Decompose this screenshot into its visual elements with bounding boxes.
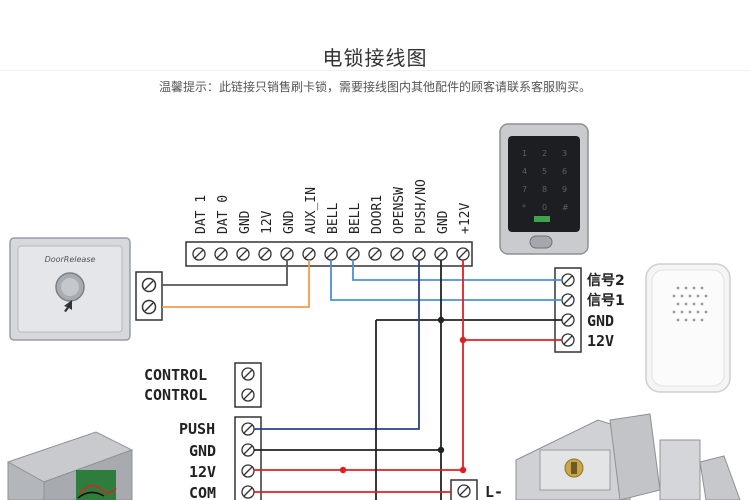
terminal-label: OPENSW [392,187,407,234]
terminal-label: DAT 0 [216,195,231,234]
doorbell-device [645,263,731,393]
power-label: GND [189,442,216,460]
doorbell-label: 信号2 [587,272,625,289]
control-label: CONTROL [144,386,207,404]
svg-text:8: 8 [542,185,547,194]
page-subtitle: 温馨提示：此链接只销售刷卡锁，需要接线图内其他配件的顾客请联系客服购买。 [158,80,591,94]
terminal-label: 12V [260,210,275,234]
hand-pointer-icon [64,300,72,312]
power-label: 12V [189,463,216,481]
svg-text:6: 6 [562,167,567,176]
electric-lock-device [515,413,741,500]
page-title: 电锁接线图 [322,46,428,70]
wire-junctions [339,316,467,474]
controller-terminal-block [185,241,473,267]
terminal-label: GND [238,210,253,234]
power-supply-device [6,431,134,500]
svg-text:2: 2 [542,149,547,158]
terminal-label: PUSH/NO [414,179,429,234]
svg-text:#: # [562,203,569,212]
terminal-label: DOOR1 [370,195,385,234]
doorbell-label: 信号1 [587,292,625,309]
svg-text:1: 1 [522,149,527,158]
terminal-label: BELL [348,203,363,234]
doorbell-terminal-labels: 信号2 信号1 GND 12V [587,272,625,350]
keypad-reader-device: 1 2 3 4 5 6 7 8 9 * 0 # [499,123,589,255]
doorbell-label: 12V [587,332,614,350]
terminal-label: +12V [458,203,473,234]
svg-text:9: 9 [562,185,567,194]
terminal-label: BELL [326,203,341,234]
doorbell-terminal-block [554,267,582,353]
controller-terminal-labels: DAT 1 DAT 0 GND 12V GND AUX_IN BELL BELL… [194,179,473,234]
exit-button-terminal-block [135,271,163,321]
exit-button-device: DoorRelease [9,237,131,341]
terminal-label: GND [282,210,297,234]
svg-text:*: * [522,203,526,212]
control-terminal-labels: CONTROL CONTROL [144,366,207,404]
svg-text:7: 7 [522,185,527,194]
terminal-label: GND [436,210,451,234]
power-terminal-labels: PUSH GND 12V COM [179,420,216,500]
control-label: CONTROL [144,366,207,384]
wires [162,260,562,500]
doorbell-label: GND [587,312,614,330]
svg-text:3: 3 [562,149,567,158]
lock-terminal-label: L- [485,483,503,500]
header-divider [0,70,750,71]
svg-text:0: 0 [542,203,547,212]
svg-text:5: 5 [542,167,547,176]
control-terminal-block [234,362,262,408]
power-label: COM [189,484,216,500]
lock-terminal-block: L- [450,479,503,500]
svg-text:4: 4 [522,167,527,176]
power-label: PUSH [179,420,215,438]
terminal-label: DAT 1 [194,195,209,234]
exit-button-brand: DoorRelease [45,255,96,264]
terminal-label: AUX_IN [304,187,319,234]
